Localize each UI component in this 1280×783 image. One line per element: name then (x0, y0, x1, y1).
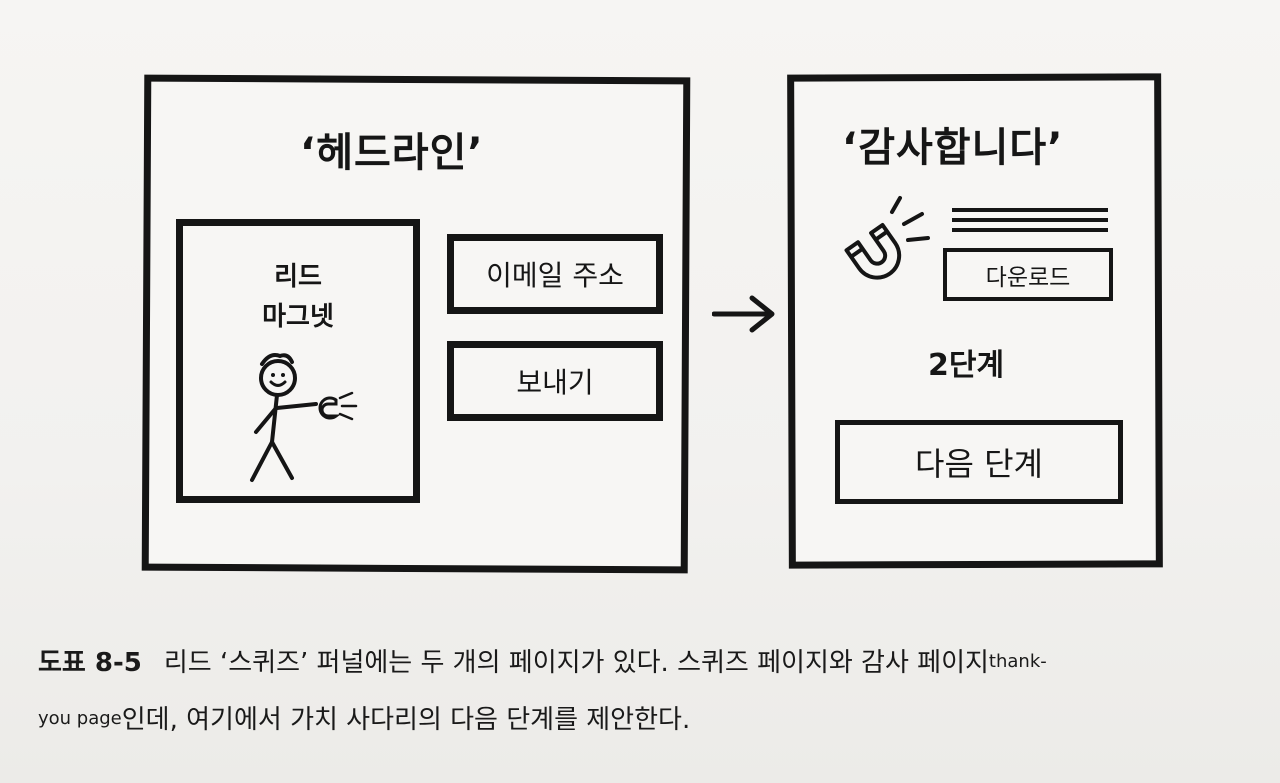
right-arrow-icon (712, 295, 775, 333)
thank-you-page-headline: ‘감사합니다’ (842, 125, 1064, 171)
send-button[interactable]: 보내기 (447, 341, 663, 421)
caption-text-part1: 리드 ‘스퀴즈’ 퍼널에는 두 개의 페이지가 있다. 스퀴즈 페이지와 감사 … (163, 648, 989, 678)
caption-english-term-part2: you page (38, 708, 122, 729)
lead-magnet-box: 리드 마그넷 (176, 219, 420, 503)
caption-english-term-part1: thank- (988, 651, 1047, 672)
caption-label: 도표 8-5 (38, 648, 142, 678)
lead-magnet-label-line2: 마그넷 (262, 302, 334, 332)
figure-caption: 도표 8-5 리드 ‘스퀴즈’ 퍼널에는 두 개의 페이지가 있다. 스퀴즈 페이… (38, 634, 1258, 748)
stick-figure-icon (250, 353, 358, 482)
squeeze-page-headline: ‘헤드라인’ (300, 130, 484, 176)
lead-magnet-label-line1: 리드 (274, 262, 322, 292)
download-button[interactable]: 다운로드 (943, 248, 1113, 301)
caption-text-part2: 인데, 여기에서 가치 사다리의 다음 단계를 제안한다. (121, 705, 691, 735)
step-label: 2단계 (928, 348, 1005, 383)
text-lines-icon (952, 208, 1108, 232)
next-step-button[interactable]: 다음 단계 (835, 420, 1123, 504)
magnet-icon (844, 196, 930, 280)
email-field[interactable]: 이메일 주소 (447, 234, 663, 314)
